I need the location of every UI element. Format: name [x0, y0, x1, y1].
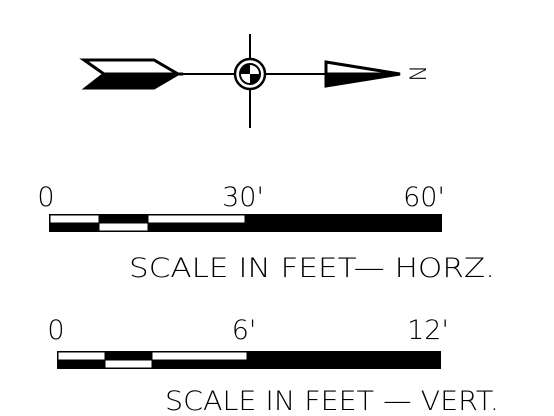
arrow-tail-feather — [79, 58, 184, 90]
vert-scale-label-0: 0 — [47, 315, 64, 346]
horz-scale-bar — [49, 214, 442, 232]
horz-scale-label-60: 60' — [403, 182, 445, 213]
arrow-head — [324, 60, 401, 88]
center-circle-symbol — [233, 57, 267, 91]
vert-scale-label-6: 6' — [232, 315, 257, 346]
north-arrow: N — [79, 34, 429, 128]
horizontal-scale: 0 30' 60' SCALE IN FEET— HORZ. — [37, 182, 495, 284]
horz-scale-label-30: 30' — [222, 182, 264, 213]
vert-scale-caption: SCALE IN FEET — VERT. — [165, 386, 499, 416]
horz-scale-caption: SCALE IN FEET— HORZ. — [129, 253, 495, 284]
horz-scale-label-0: 0 — [37, 182, 54, 213]
vert-scale-bar — [57, 351, 441, 369]
north-label: N — [404, 66, 429, 82]
vert-scale-label-12: 12' — [407, 315, 449, 346]
vertical-scale: 0 6' 12' SCALE IN FEET — VERT. — [47, 315, 499, 416]
